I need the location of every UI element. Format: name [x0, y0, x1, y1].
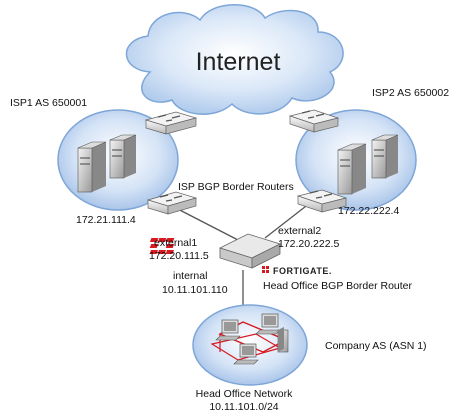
isp1-router-ip: 172.21.111.4 — [76, 214, 136, 226]
company-label: Company AS (ASN 1) — [325, 340, 427, 352]
head-office-router-label: Head Office BGP Border Router — [263, 280, 413, 292]
internal-name: internal — [173, 270, 207, 282]
isp2-label: ISP2 AS 650002 — [372, 87, 449, 99]
external2-ip: 172.20.222.5 — [278, 238, 339, 250]
internet-label: Internet — [196, 48, 281, 76]
isp1-border-switch-icon — [146, 191, 198, 215]
fortigate-device-icon — [149, 233, 282, 269]
link-isp1-fortigate — [169, 204, 239, 241]
isp2-router-ip: 172.22.222.4 — [338, 205, 399, 217]
external1-name: external1 — [154, 237, 197, 249]
external1-ip: 172.20.111.5 — [149, 250, 209, 262]
internet-cloud: Internet — [125, 4, 344, 115]
office-network-subnet: 10.11.101.0/24 — [209, 401, 278, 413]
link-isp2-fortigate — [264, 202, 311, 239]
office-network-name: Head Office Network — [196, 388, 293, 400]
isp1-server-icon — [77, 134, 137, 193]
isp1-label: ISP1 AS 650001 — [10, 97, 87, 109]
isp1-upper-switch-icon — [144, 111, 198, 135]
external2-name: external2 — [278, 225, 321, 237]
workstation-icon — [215, 313, 289, 365]
fortigate-logo: FORTIGATE. — [262, 266, 332, 276]
border-routers-label: ISP BGP Border Routers — [178, 181, 294, 193]
internal-ip: 10.11.101.110 — [162, 284, 228, 296]
company-zone: Company AS (ASN 1) — [192, 304, 427, 386]
isp2-server-icon — [337, 134, 399, 195]
isp2-border-switch-icon — [296, 189, 348, 213]
isp2-upper-switch-icon — [288, 109, 340, 133]
fortigate-brand: FORTIGATE. — [273, 266, 332, 276]
